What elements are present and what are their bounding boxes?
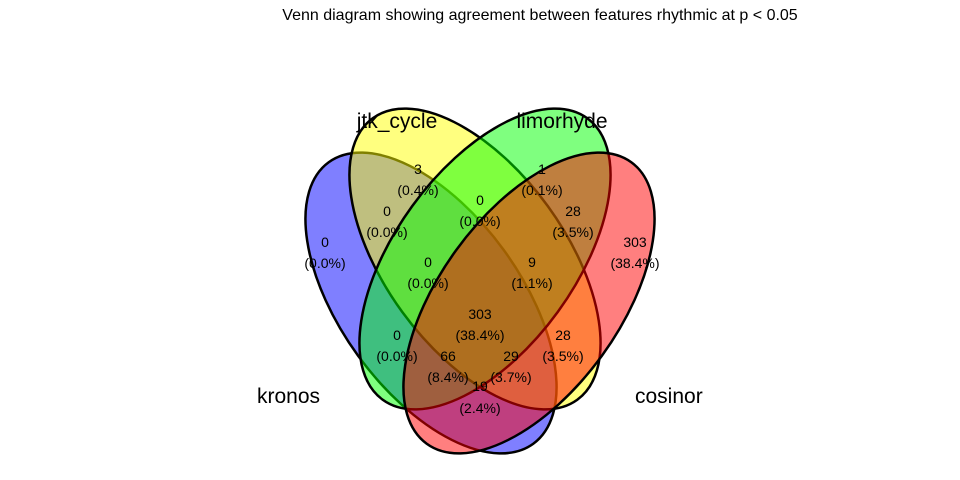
region-count: 303: [623, 234, 647, 250]
region-percent: (2.4%): [459, 400, 500, 416]
region-percent: (0.0%): [304, 255, 345, 271]
region-percent: (3.5%): [552, 224, 593, 240]
region-percent: (3.5%): [542, 348, 583, 364]
region-percent: (0.0%): [407, 275, 448, 291]
set-label-jtk_cycle: jtk_cycle: [356, 110, 438, 133]
region-kronos-limorhyde: 0 (0.0%): [376, 327, 417, 364]
region-count: 0: [393, 327, 401, 343]
region-count: 0: [476, 192, 484, 208]
region-count: 9: [528, 254, 536, 270]
region-count: 29: [503, 348, 519, 364]
region-count: 19: [472, 378, 488, 394]
region-jtk_cycle-cosinor: 28 (3.5%): [542, 327, 583, 364]
region-percent: (0.0%): [459, 213, 500, 229]
region-kronos-jtk_cycle-limorhyde: 0 (0.0%): [407, 254, 448, 291]
diagram-title: Venn diagram showing agreement between f…: [282, 7, 798, 24]
region-percent: (0.1%): [521, 182, 562, 198]
region-count: 28: [565, 203, 581, 219]
region-cosinor: 303 (38.4%): [610, 234, 659, 271]
region-jtk_cycle: 3 (0.4%): [397, 161, 438, 198]
region-limorhyde-cosinor: 28 (3.5%): [552, 203, 593, 240]
region-percent: (0.4%): [397, 182, 438, 198]
region-count: 28: [555, 327, 571, 343]
region-count: 0: [321, 234, 329, 250]
region-percent: (1.1%): [511, 275, 552, 291]
region-percent: (8.4%): [427, 369, 468, 385]
region-count: 3: [414, 161, 422, 177]
region-percent: (0.0%): [366, 224, 407, 240]
region-kronos-cosinor: 19 (2.4%): [459, 378, 500, 416]
region-limorhyde: 1 (0.1%): [521, 161, 562, 198]
region-percent: (3.7%): [490, 369, 531, 385]
region-percent: (38.4%): [455, 327, 504, 343]
region-jtk_cycle-limorhyde-cosinor: 9 (1.1%): [511, 254, 552, 291]
region-jtk_cycle-limorhyde: 0 (0.0%): [459, 192, 500, 229]
region-all-four: 303 (38.4%): [455, 306, 504, 343]
set-ellipse-cosinor: [402, 151, 656, 455]
set-label-kronos: kronos: [257, 385, 320, 408]
region-count: 303: [468, 306, 492, 322]
set-label-limorhyde: limorhyde: [516, 110, 607, 133]
region-percent: (0.0%): [376, 348, 417, 364]
region-kronos-jtk_cycle: 0 (0.0%): [366, 203, 407, 240]
region-kronos-jtk_cycle-cosinor: 29 (3.7%): [490, 348, 531, 385]
region-kronos-limorhyde-cosinor: 66 (8.4%): [427, 348, 468, 385]
set-label-cosinor: cosinor: [635, 385, 703, 408]
region-count: 0: [424, 254, 432, 270]
region-count: 0: [383, 203, 391, 219]
region-kronos: 0 (0.0%): [304, 234, 345, 271]
region-count: 1: [538, 161, 546, 177]
region-percent: (38.4%): [610, 255, 659, 271]
region-count: 66: [440, 348, 456, 364]
